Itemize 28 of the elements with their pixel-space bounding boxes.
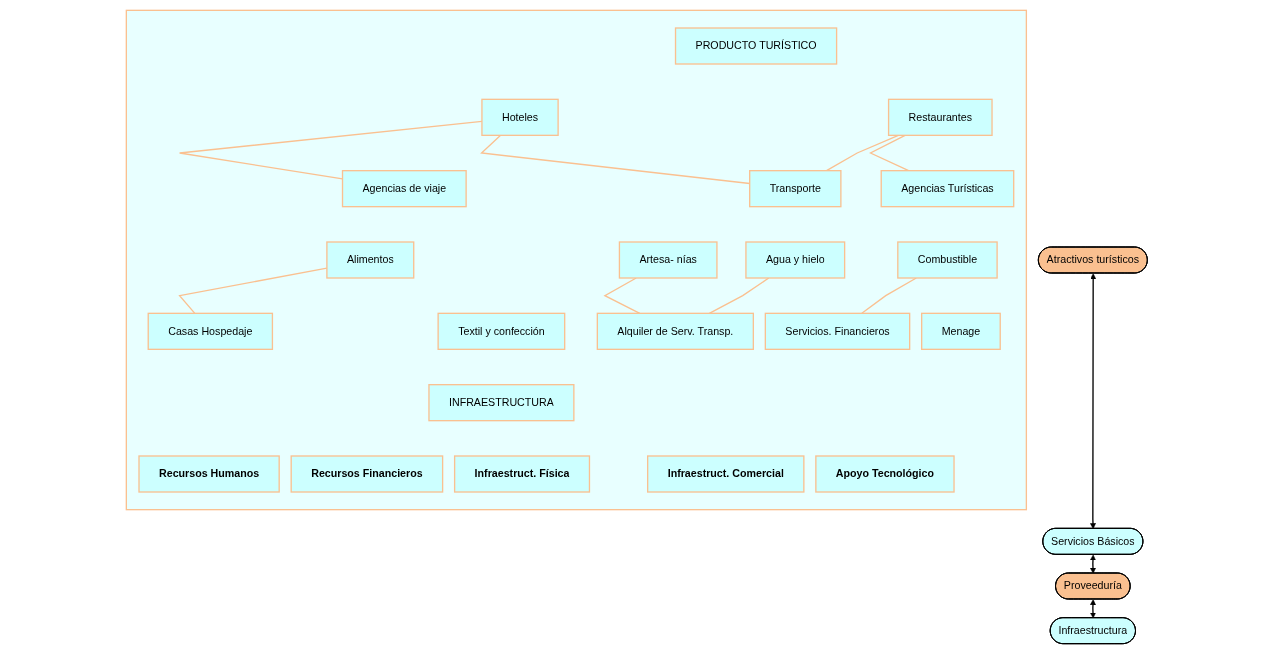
node-box: Infraestruct. Física — [453, 455, 590, 493]
arrow — [1089, 599, 1096, 619]
connector — [825, 134, 899, 172]
node-box: Textil y confección — [437, 312, 566, 350]
node-box: Servicios. Financieros — [764, 312, 910, 350]
node-box: Hoteles — [480, 98, 559, 136]
cluster — [125, 9, 1027, 511]
node-box: Combustible — [896, 241, 998, 279]
node-box: Restaurantes — [887, 98, 993, 136]
node-box: Alquiler de Serv. Transp. — [596, 312, 754, 350]
connector — [860, 277, 917, 314]
node-box: Transporte — [748, 170, 842, 208]
node-box: Recursos Humanos — [138, 455, 280, 493]
connector — [708, 277, 770, 314]
node-box: Artesa- nías — [618, 241, 718, 279]
node-box: Agencias Turísticas — [880, 170, 1015, 208]
node-box: Recursos Financieros — [290, 455, 443, 493]
arrow — [1089, 273, 1096, 529]
node-box: Infraestruct. Comercial — [646, 455, 805, 493]
node-box: PRODUCTO TURÍSTICO — [674, 27, 837, 65]
node-box: Agencias de viaje — [341, 170, 467, 208]
node-box: Alimentos — [325, 241, 415, 279]
node-box: INFRAESTRUCTURA — [427, 384, 575, 422]
node-box: Agua y hielo — [744, 241, 845, 279]
node-box: Casas Hospedaje — [147, 312, 273, 350]
node-box: Apoyo Tecnológico — [814, 455, 955, 493]
node-box: Menage — [920, 312, 1001, 350]
arrow — [1089, 554, 1096, 574]
